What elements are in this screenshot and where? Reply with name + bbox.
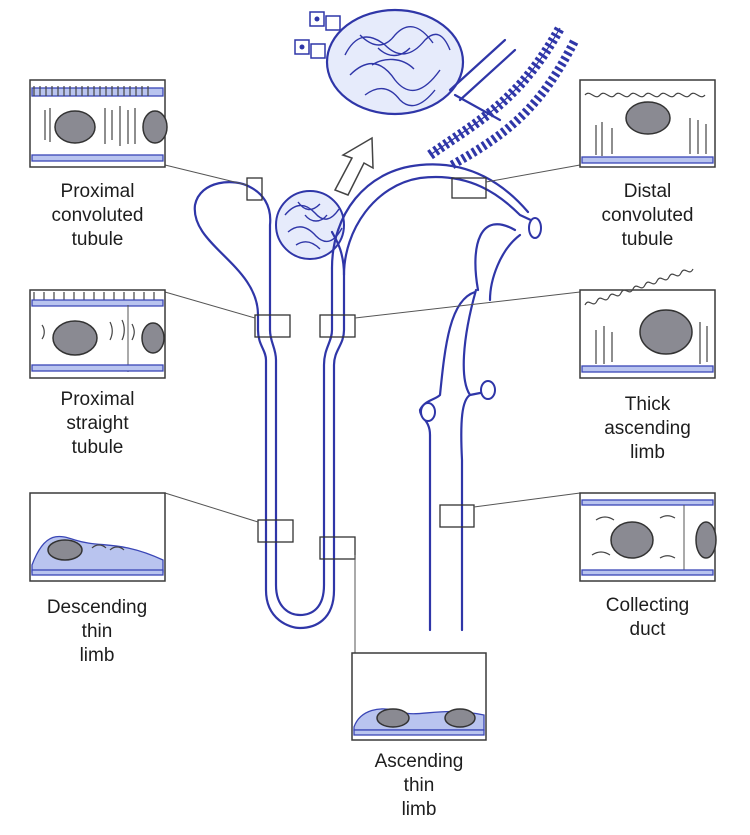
label-line: Distal bbox=[623, 181, 672, 202]
label-line: tubule bbox=[621, 229, 674, 250]
label-ascending-thin-limb: Ascending thin limb bbox=[345, 750, 493, 822]
label-line: Descending bbox=[46, 597, 148, 618]
label-line: straight bbox=[66, 413, 129, 434]
label-distal-convoluted-tubule: Distal convoluted tubule bbox=[575, 180, 720, 252]
label-descending-thin-limb: Descending thin limb bbox=[22, 596, 172, 668]
label-line: thin bbox=[81, 621, 113, 642]
label-line: Proximal bbox=[60, 181, 135, 202]
leader-lines bbox=[164, 164, 581, 653]
inset-ascending-thin-limb bbox=[351, 652, 487, 741]
label-proximal-straight-tubule: Proximal straight tubule bbox=[30, 388, 165, 460]
label-proximal-convoluted-tubule: Proximal convoluted tubule bbox=[30, 180, 165, 252]
nephron-tubule bbox=[193, 163, 542, 632]
label-line: Thick bbox=[624, 394, 671, 415]
label-line: Proximal bbox=[60, 389, 135, 410]
label-collecting-duct: Collecting duct bbox=[575, 594, 720, 642]
section-markers bbox=[246, 177, 487, 560]
inset-descending-thin-limb bbox=[29, 492, 166, 582]
inset-thick-ascending-limb bbox=[579, 268, 716, 379]
label-line: thin bbox=[403, 775, 435, 796]
label-line: limb bbox=[630, 442, 665, 463]
label-line: Ascending bbox=[374, 751, 464, 772]
inset-proximal-convoluted-tubule bbox=[29, 79, 168, 168]
inset-distal-convoluted-tubule bbox=[579, 79, 716, 168]
label-line: Collecting bbox=[605, 595, 690, 616]
enlarged-glomerulus bbox=[294, 8, 580, 169]
label-line: tubule bbox=[71, 437, 124, 458]
label-line: limb bbox=[401, 799, 437, 820]
label-line: tubule bbox=[71, 229, 124, 250]
label-line: convoluted bbox=[51, 205, 144, 226]
label-line: duct bbox=[629, 619, 666, 640]
inset-collecting-duct bbox=[579, 492, 717, 582]
inset-proximal-straight-tubule bbox=[29, 289, 166, 379]
label-line: ascending bbox=[604, 418, 691, 439]
label-thick-ascending-limb: Thick ascending limb bbox=[575, 393, 720, 465]
label-line: limb bbox=[79, 645, 115, 666]
label-line: convoluted bbox=[601, 205, 694, 226]
magnify-arrow bbox=[333, 136, 374, 196]
